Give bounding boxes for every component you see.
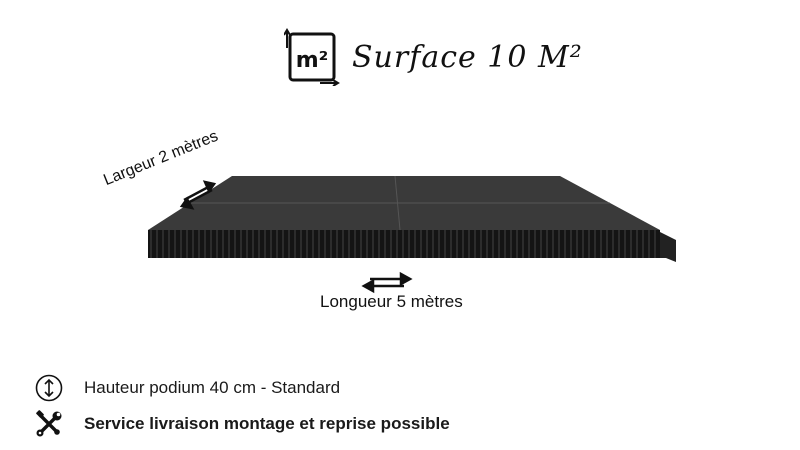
podium-skirt [148, 230, 660, 258]
m2-icon-text: m² [296, 48, 329, 73]
deck-seams [190, 175, 610, 231]
podium-connector [660, 232, 676, 262]
length-arrow-icon [361, 271, 413, 294]
vertical-arrows-icon [34, 374, 64, 402]
feature-height: Hauteur podium 40 cm - Standard [34, 374, 450, 402]
tools-icon [34, 410, 64, 438]
surface-title: Surface 10 M² [352, 39, 583, 75]
area-square-meter-icon: m² [284, 28, 340, 86]
podium-diagram [148, 175, 676, 294]
feature-service: Service livraison montage et reprise pos… [34, 410, 450, 438]
feature-height-text: Hauteur podium 40 cm - Standard [84, 378, 341, 397]
feature-list: Hauteur podium 40 cm - Standard Service … [34, 374, 450, 446]
surface-header: m² Surface 10 M² [284, 28, 583, 86]
feature-service-text: Service livraison montage et reprise pos… [84, 414, 450, 433]
length-label: Longueur 5 mètres [320, 292, 463, 311]
width-arrow-icon [179, 180, 217, 210]
